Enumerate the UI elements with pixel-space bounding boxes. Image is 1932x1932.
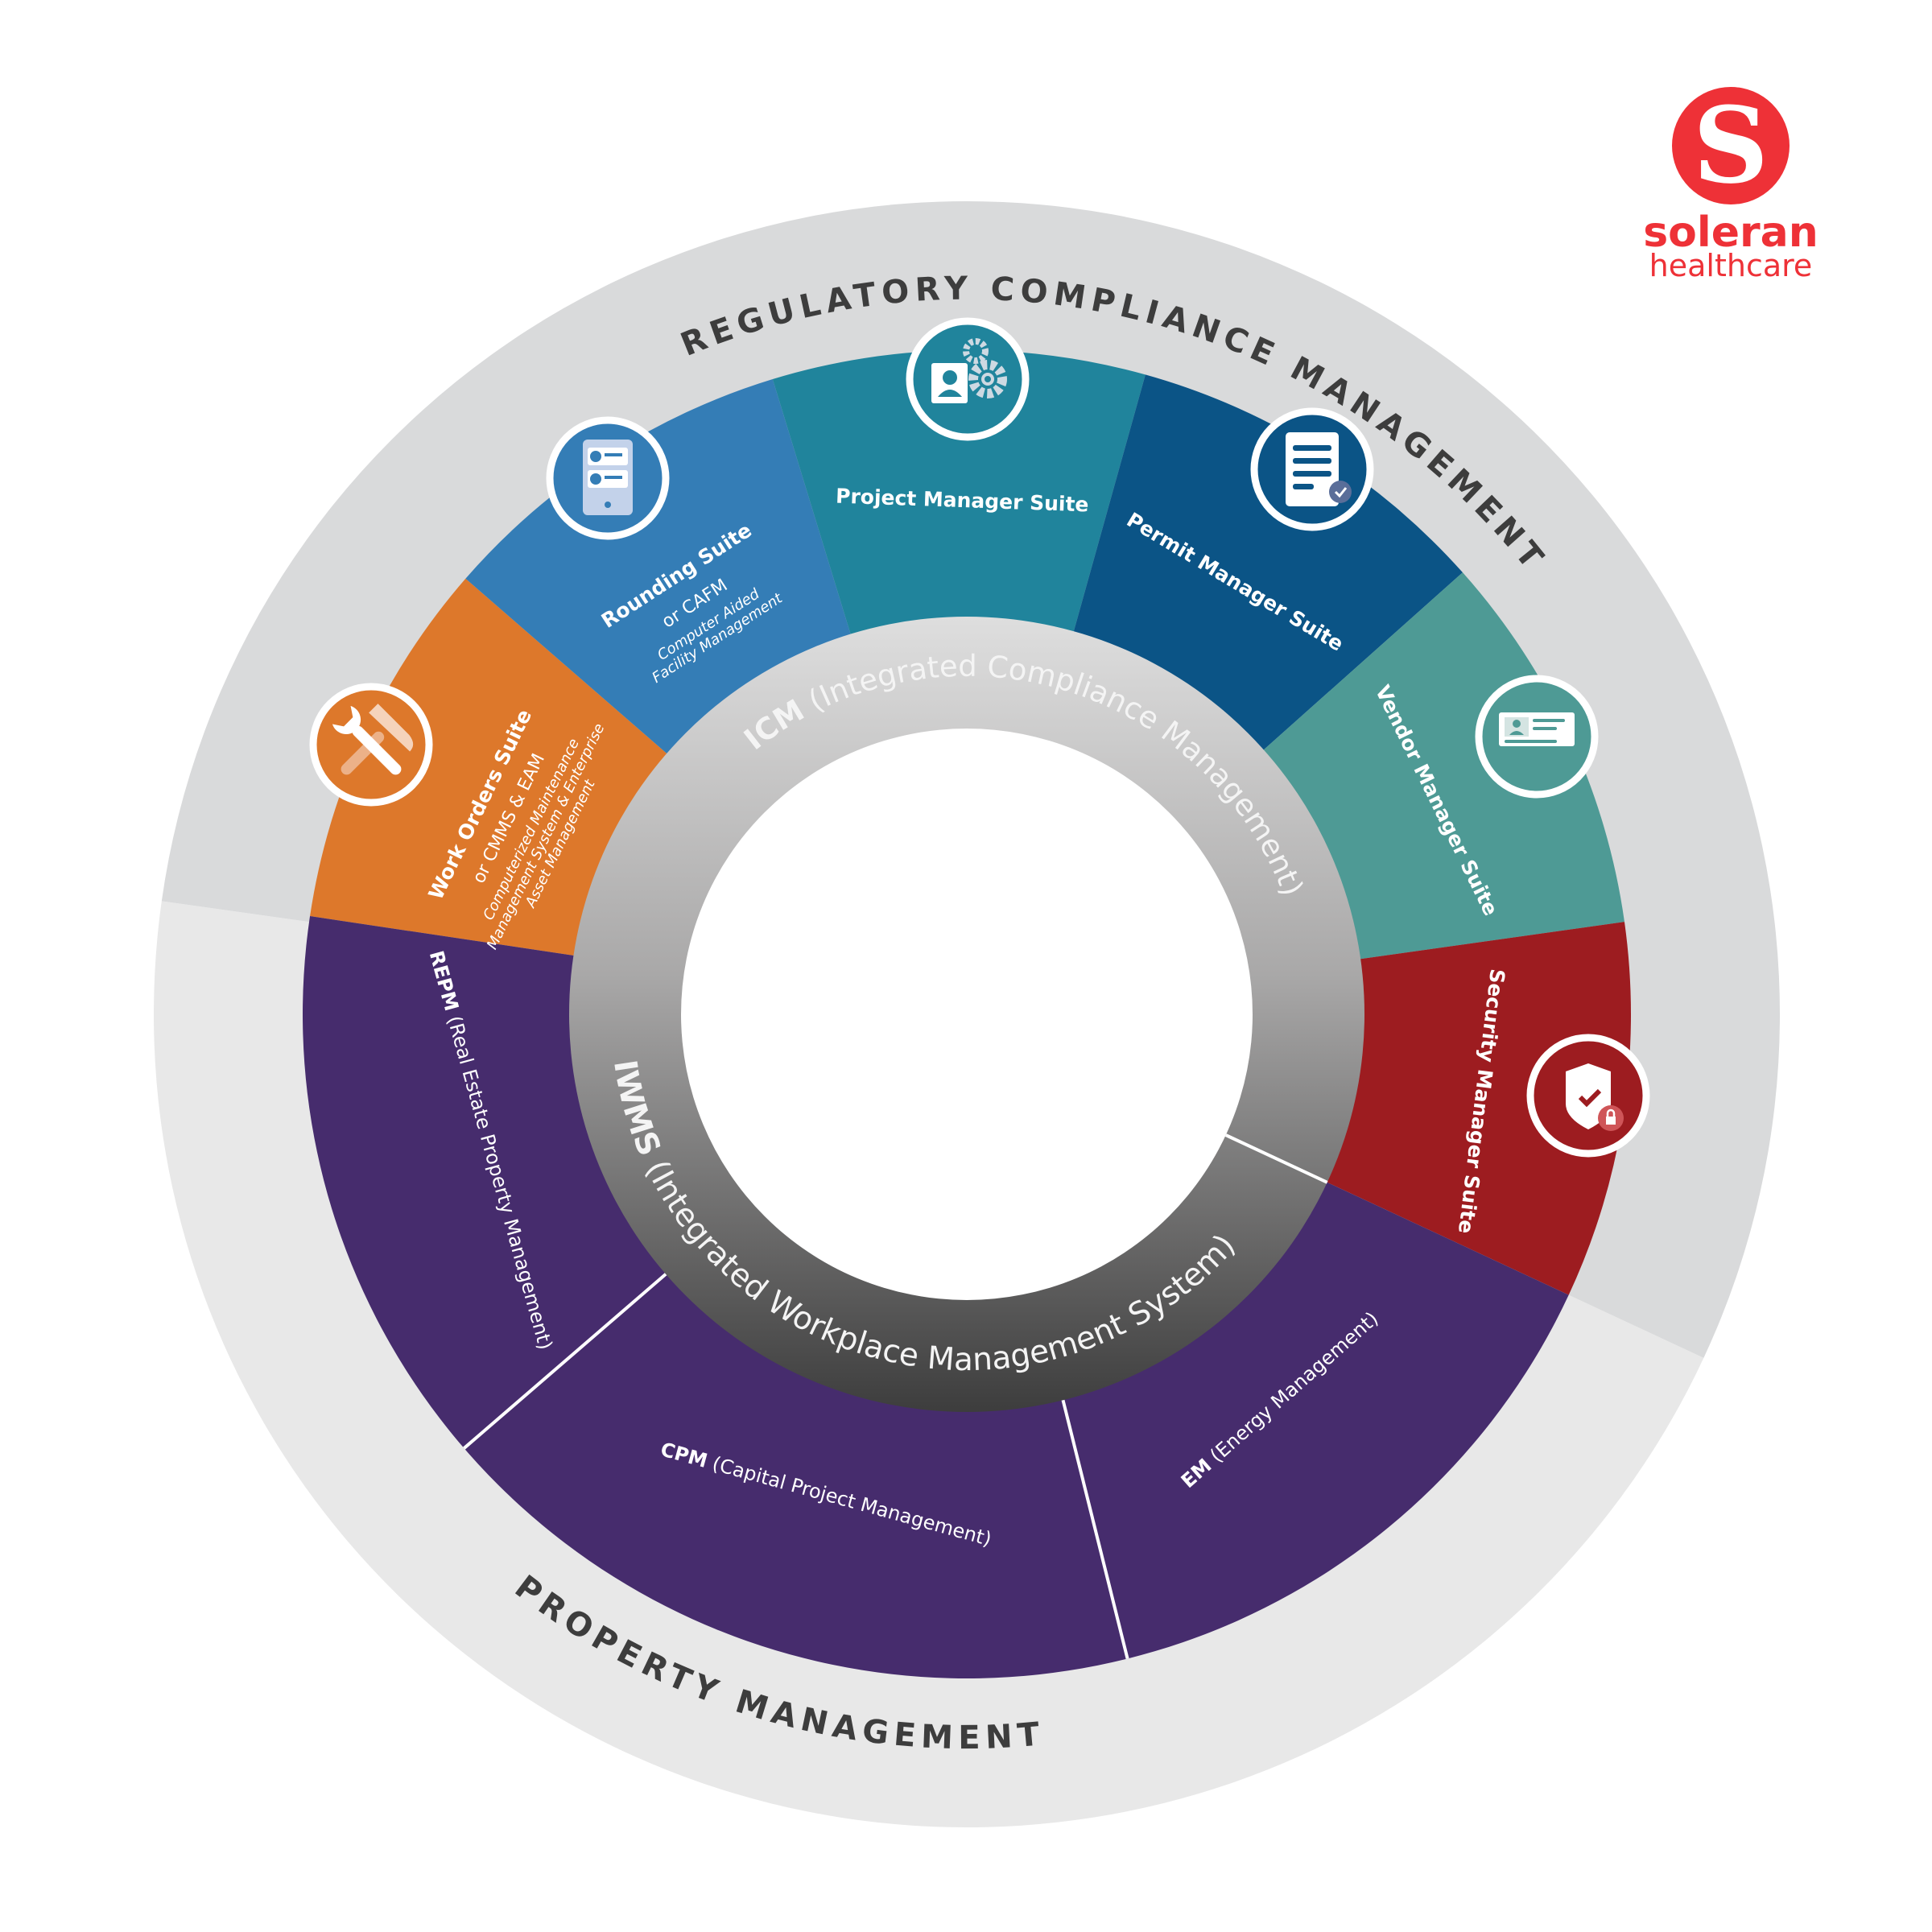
- logo-letter: S: [1693, 84, 1769, 207]
- segment-divider: [1061, 1399, 1129, 1659]
- tablet-checklist-icon: [546, 416, 670, 540]
- center-circle: [681, 729, 1253, 1300]
- user-gears-icon: [906, 317, 1030, 441]
- shield-lock-icon: [1526, 1034, 1650, 1158]
- id-card-icon: [1475, 675, 1599, 799]
- logo-name: soleran: [1643, 208, 1818, 257]
- document-check-icon: [1250, 407, 1374, 531]
- segment-divider: [1224, 1133, 1328, 1184]
- segment-divider: [463, 1273, 667, 1450]
- logo-sub: healthcare: [1649, 248, 1813, 283]
- soleran-healthcare-logo[interactable]: S soleran healthcare: [1643, 84, 1818, 283]
- logo-mark: [1672, 87, 1790, 204]
- hammer-wrench-icon: [309, 683, 433, 807]
